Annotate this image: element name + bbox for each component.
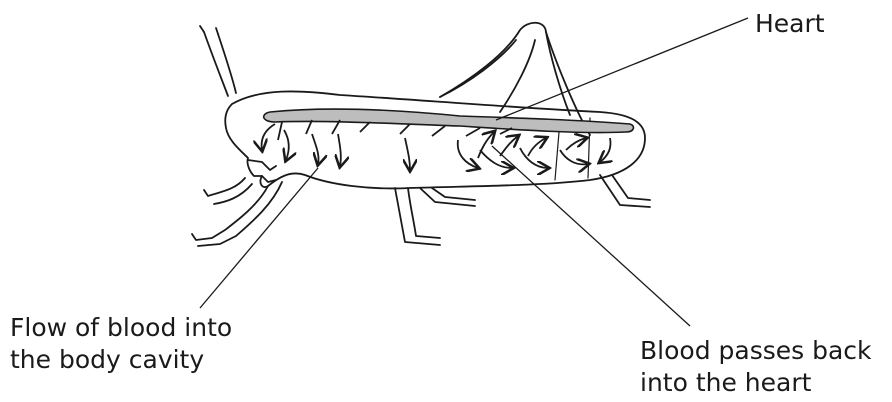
return-label-line-1: Blood passes back — [640, 335, 872, 367]
flow-label-line-2: the body cavity — [10, 344, 232, 376]
head-details — [248, 160, 276, 182]
flow-leader-line — [200, 168, 318, 308]
return-label-line-2: into the heart — [640, 367, 872, 399]
antennae — [200, 26, 236, 96]
heart-label-text: Heart — [755, 8, 825, 40]
back-leader-line — [492, 146, 690, 326]
middle-legs — [395, 188, 475, 245]
return-arrows — [478, 132, 586, 158]
flow-into-body-cavity-label: Flow of blood into the body cavity — [10, 312, 232, 376]
front-legs — [192, 178, 282, 246]
flow-label-line-1: Flow of blood into — [10, 312, 232, 344]
blood-returns-label: Blood passes back into the heart — [640, 335, 872, 399]
heart-label: Heart — [755, 8, 825, 40]
heart-leader-line — [496, 18, 748, 120]
